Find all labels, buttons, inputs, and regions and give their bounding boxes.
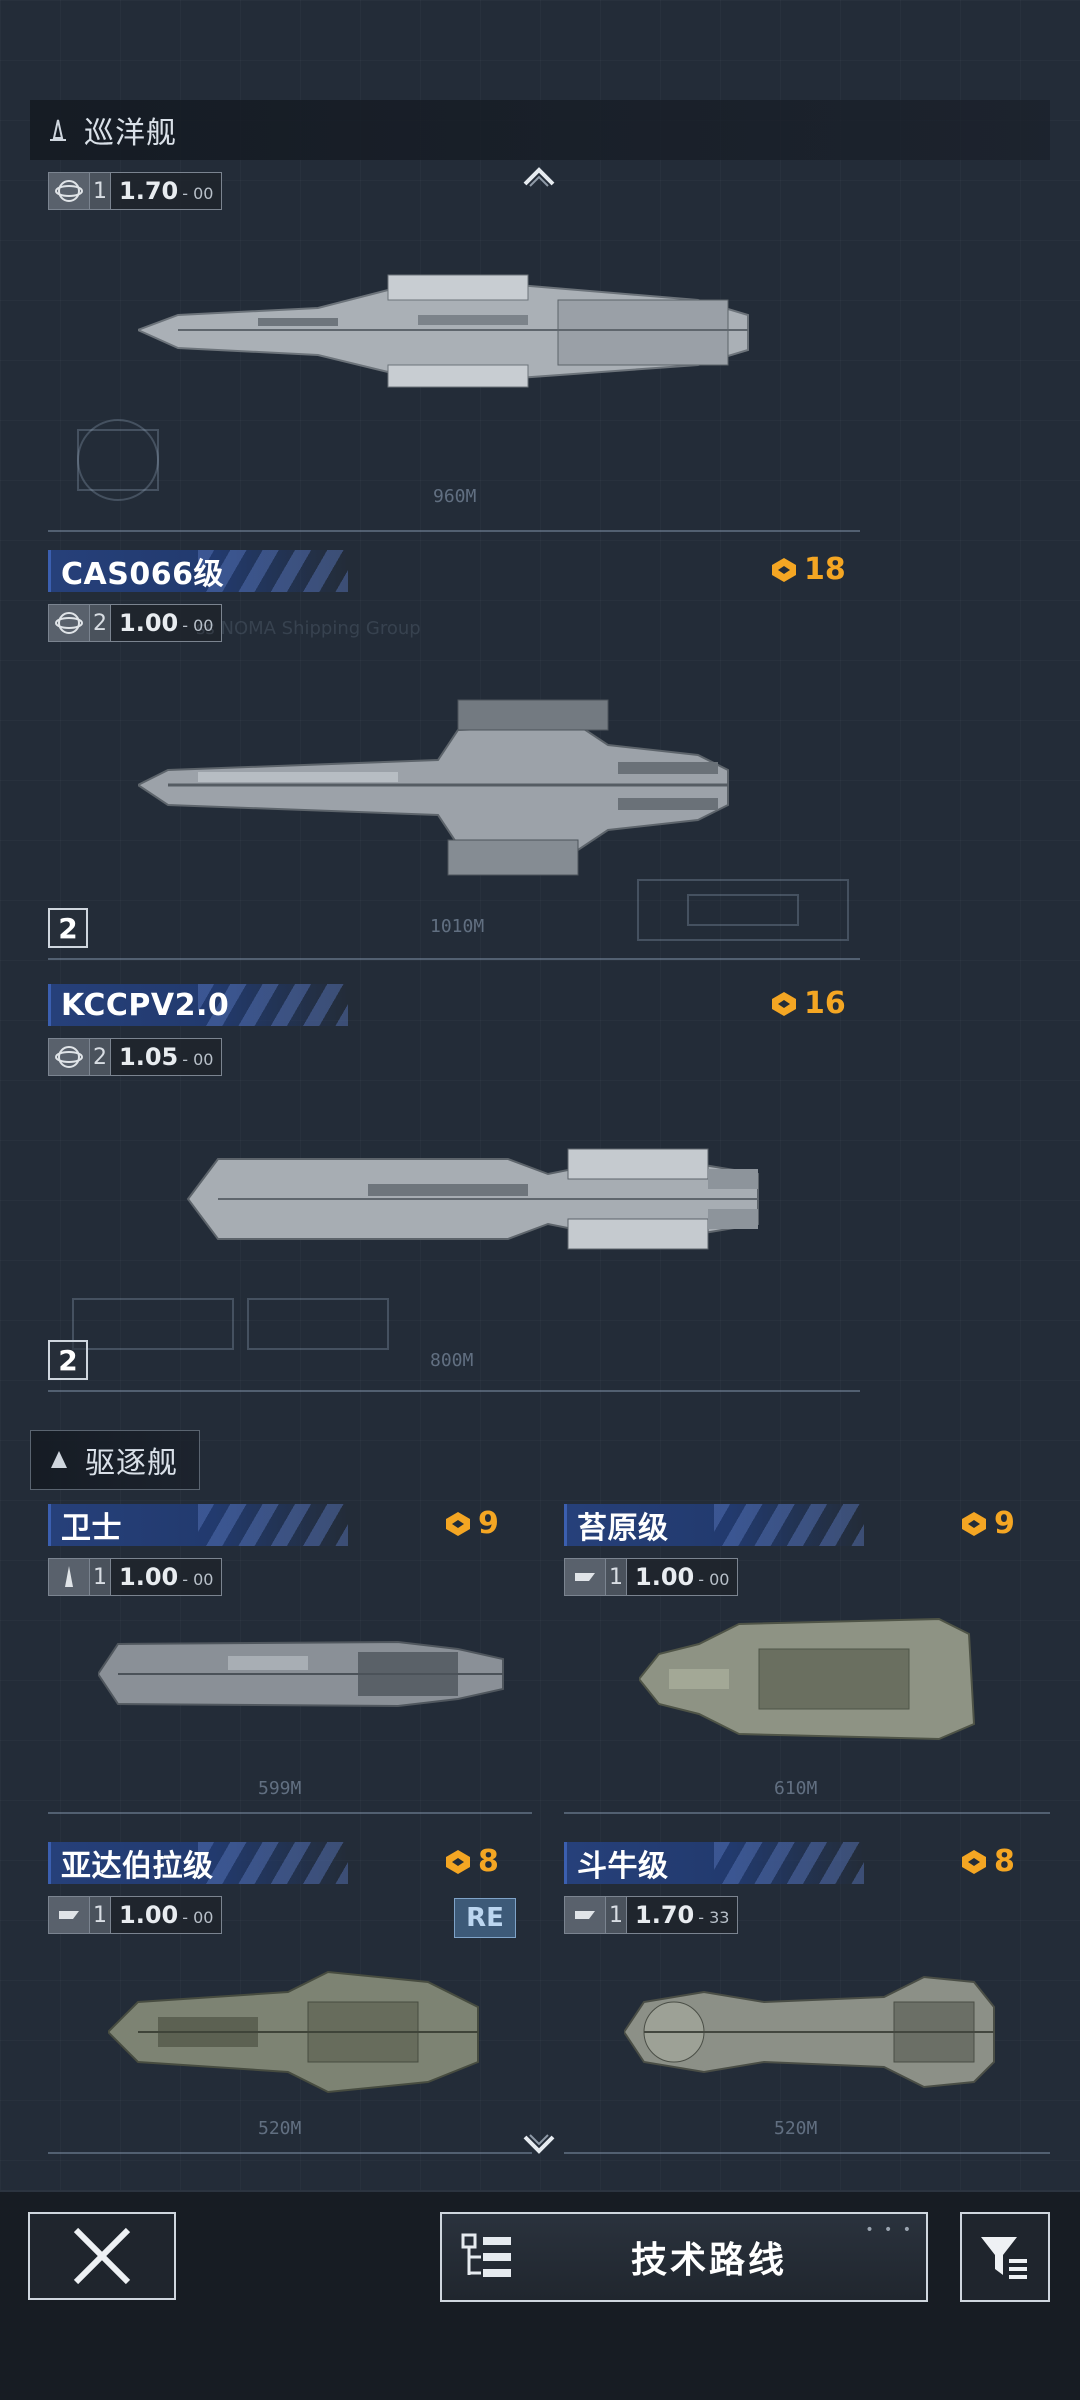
destroyer-class-icon	[51, 1451, 67, 1468]
section-header-destroyer[interactable]: 驱逐舰	[30, 1430, 200, 1490]
tech-route-button[interactable]: 技术路线 • • •	[440, 2212, 928, 2302]
ship-card-cruiser-top[interactable]: 1 1.70- 00 960M	[48, 120, 860, 540]
filter-icon	[981, 2237, 1027, 2279]
scale-label: 1010M	[430, 916, 485, 937]
watermark-text: ss NOMA Shipping Group	[196, 618, 421, 639]
ship-stat: 1 1.00- 00	[48, 1558, 223, 1596]
ship-name: CAS066级	[61, 557, 224, 592]
scale-label: 610M	[774, 1778, 818, 1799]
badge-emblem-icon	[962, 1511, 986, 1536]
planet-icon	[55, 612, 83, 634]
tier-badge: 2	[48, 908, 88, 948]
ship-silhouette-icon	[575, 1911, 595, 1919]
filter-button[interactable]	[960, 2212, 1050, 2302]
ship-silhouette-icon	[575, 1573, 595, 1581]
ship-name-bar: CAS066级	[48, 550, 348, 592]
cruiser-class-icon	[50, 119, 66, 141]
chevron-up-icon[interactable]	[522, 165, 556, 187]
close-button[interactable]	[28, 2212, 176, 2300]
ship-name-bar: 卫士	[48, 1504, 348, 1546]
tier-badge: 2	[48, 1340, 88, 1380]
ship-name: 斗牛级	[577, 1849, 669, 1884]
ship-card-cas066[interactable]: CAS066级 18 2 1.00- 00 ss NOMA Shipping G…	[48, 550, 860, 968]
scale-line	[48, 958, 860, 960]
blueprint-detail	[77, 419, 159, 501]
scale-label: 800M	[430, 1350, 474, 1371]
ship-silhouette-icon	[65, 1566, 73, 1587]
ship-stat: 1 1.70- 33	[564, 1896, 739, 1934]
chevron-down-icon[interactable]	[522, 2134, 556, 2156]
re-badge: RE	[454, 1898, 516, 1938]
scale-label: 599M	[258, 1778, 302, 1799]
ship-silhouette-icon	[59, 1911, 79, 1919]
bottom-bar: 技术路线 • • •	[0, 2190, 1080, 2400]
ship-cost: 9	[444, 1506, 499, 1541]
scale-line	[564, 1812, 1050, 1814]
ship-card-guard[interactable]: 卫士 9 1 1.00- 00 599M	[48, 1504, 532, 1822]
scale-line	[48, 2152, 532, 2154]
planet-icon	[55, 1046, 83, 1068]
scale-label: 520M	[258, 2118, 302, 2139]
ship-image	[624, 1975, 995, 2089]
section-header-cruiser[interactable]: 巡洋舰	[30, 100, 1050, 160]
ship-card-kccpv[interactable]: KCCPV2.0 16 2 1.05- 00 2 800M	[48, 984, 860, 1400]
scale-label: 960M	[433, 486, 477, 507]
badge-emblem-icon	[772, 991, 796, 1016]
planet-icon	[55, 180, 83, 202]
decor-dots: • • •	[865, 2222, 914, 2238]
ship-image	[98, 1640, 504, 1708]
scale-line	[48, 530, 860, 532]
badge-emblem-icon	[446, 1849, 470, 1874]
ship-image	[108, 1970, 479, 2094]
badge-emblem-icon	[772, 557, 796, 582]
badge-emblem-icon	[446, 1511, 470, 1536]
scale-line	[48, 1812, 532, 1814]
ship-image	[639, 1617, 976, 1741]
ship-cost: 8	[444, 1844, 499, 1879]
ship-card-adaberla[interactable]: 亚达伯拉级 8 1 1.00- 00 RE 520M	[48, 1842, 532, 2162]
tech-route-label: 技术路线	[630, 2240, 787, 2281]
ship-image	[138, 274, 749, 388]
ship-name-bar: KCCPV2.0	[48, 984, 348, 1026]
ship-stat: 1 1.00- 00	[564, 1558, 739, 1596]
ship-name: 亚达伯拉级	[61, 1849, 214, 1884]
ship-image	[186, 1148, 759, 1250]
ship-stat: 2 1.00- 00	[48, 604, 223, 642]
badge-emblem-icon	[962, 1849, 986, 1874]
ship-cost: 16	[770, 986, 846, 1021]
blueprint-detail	[72, 1298, 389, 1350]
ship-cost: 18	[770, 552, 846, 587]
ship-card-moss[interactable]: 苔原级 9 1 1.00- 00 610M	[564, 1504, 1050, 1822]
ship-name: 卫士	[61, 1511, 122, 1546]
ship-name-bar: 苔原级	[564, 1504, 864, 1546]
ship-cost: 8	[960, 1844, 1015, 1879]
blueprint-detail	[637, 879, 849, 941]
section-label: 驱逐舰	[85, 1446, 178, 1481]
ship-name-bar: 亚达伯拉级	[48, 1842, 348, 1884]
ship-name-bar: 斗牛级	[564, 1842, 864, 1884]
tech-tree-icon	[461, 2233, 511, 2277]
ship-stat: 1 1.00- 00	[48, 1896, 223, 1934]
section-label: 巡洋舰	[84, 116, 177, 151]
scale-line	[564, 2152, 1050, 2154]
ship-stat: 2 1.05- 00	[48, 1038, 223, 1076]
close-icon	[73, 2227, 131, 2285]
ship-image	[138, 699, 729, 876]
scale-line	[48, 1390, 860, 1392]
ship-stat: 1 1.70- 00	[48, 172, 223, 210]
scale-label: 520M	[774, 2118, 818, 2139]
ship-card-bull[interactable]: 斗牛级 8 1 1.70- 33 520M	[564, 1842, 1050, 2162]
ship-name: KCCPV2.0	[61, 987, 230, 1023]
ship-cost: 9	[960, 1506, 1015, 1541]
ship-name: 苔原级	[577, 1511, 669, 1546]
